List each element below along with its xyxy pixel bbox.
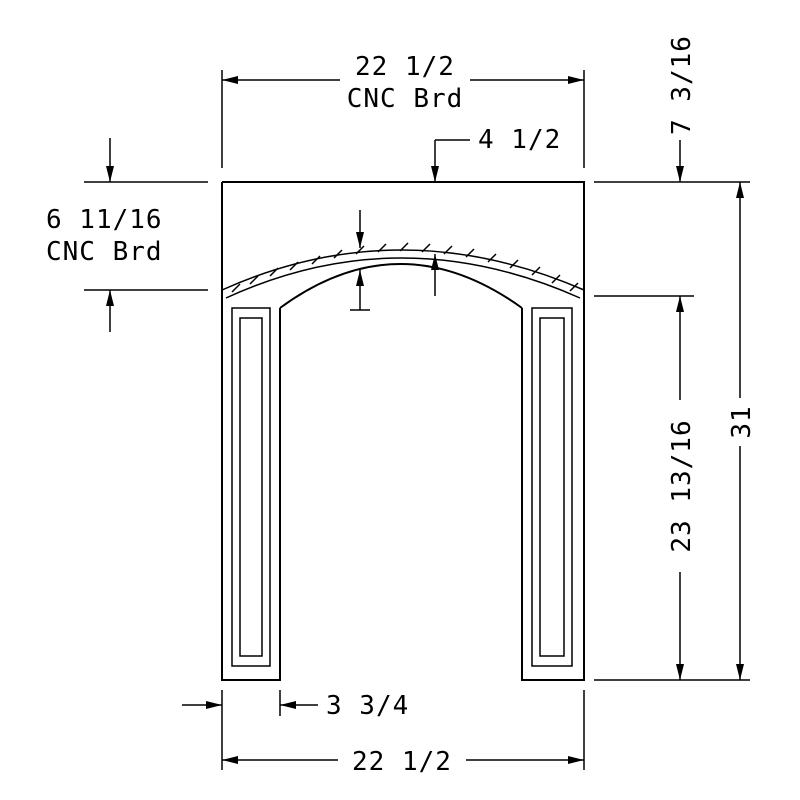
arch-rise-arrow-lower [431, 254, 439, 270]
leg-width-arrow-left [206, 701, 222, 709]
leg-height-extension-lines [594, 295, 750, 681]
header-board-outline [221, 181, 585, 292]
total-height-label: 31 [727, 405, 757, 438]
right-top-offset-label: 7 3/16 [667, 35, 697, 135]
arch-veneer-bottom [225, 257, 581, 299]
left-height-label: 6 11/16 [46, 205, 163, 235]
panel-geometry [221, 181, 585, 681]
leg-width-extension-lines [221, 690, 281, 770]
left-leg-panel-inner [239, 317, 263, 657]
right-leg-panel-inner [539, 317, 565, 657]
top-width-extension-lines [221, 70, 585, 168]
bottom-width-label: 22 1/2 [352, 747, 452, 777]
right-leg-panel-outer [531, 307, 573, 667]
top-width-note: CNC Brd [347, 84, 464, 114]
total-height-arrow-bottom [736, 664, 744, 680]
leg-width-arrow-right [280, 701, 296, 709]
arch-thickness-arrow-top [356, 232, 364, 248]
arch-rise-label: 4 1/2 [478, 125, 561, 155]
top-width-arrow-left [222, 76, 238, 84]
left-height-arrow-top [106, 166, 114, 182]
dimension-labels: 22 1/2 CNC Brd 4 1/2 7 3/16 6 11/16 CNC … [46, 35, 757, 777]
right-top-offset-arrow [676, 166, 684, 182]
top-width-arrow-right [568, 76, 584, 84]
leg-width-label: 3 3/4 [326, 691, 409, 721]
bottom-width-arrow-left [222, 756, 238, 764]
right-leg-outline [521, 292, 585, 681]
leg-height-arrow-bottom [676, 664, 684, 680]
arch-rise-arrow [431, 166, 439, 182]
arch-opening-curve [279, 263, 523, 309]
arch-hatching [231, 242, 579, 293]
left-height-note: CNC Brd [46, 237, 163, 267]
leg-height-arrow-top [676, 296, 684, 312]
left-leg-panel-outer [231, 307, 271, 667]
total-height-arrow-top [736, 182, 744, 198]
leg-height-label: 23 13/16 [667, 419, 697, 552]
bottom-width-arrow-right [568, 756, 584, 764]
left-leg-outline [221, 292, 281, 681]
dimension-lines [84, 70, 750, 770]
left-height-extension-lines [84, 181, 208, 291]
arch-rise-leader [434, 139, 470, 182]
top-width-label: 22 1/2 [355, 52, 455, 82]
left-height-arrow-bottom [106, 290, 114, 306]
arch-thickness-arrow-bottom [356, 270, 364, 286]
